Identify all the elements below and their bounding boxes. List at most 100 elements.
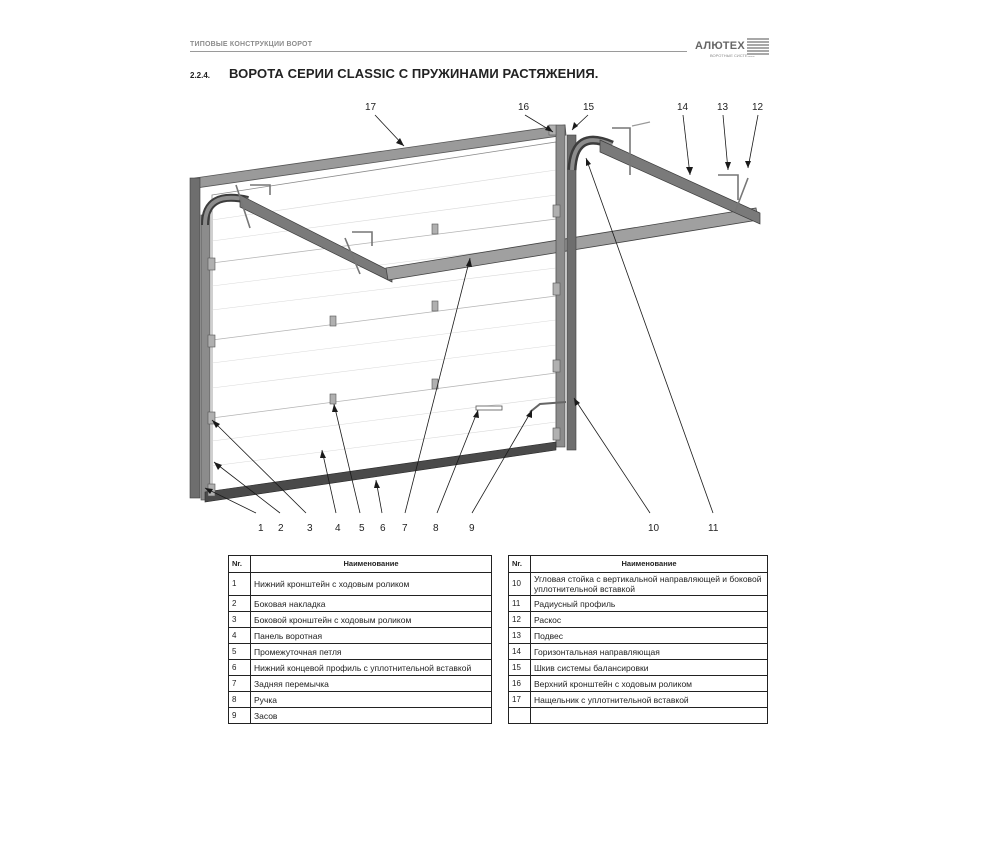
column-header-name: Наименование	[530, 555, 768, 573]
row-name: Панель воротная	[250, 627, 492, 644]
left-hangers	[235, 184, 373, 246]
row-name: Боковая накладка	[250, 595, 492, 612]
callout-7: 7	[402, 523, 408, 534]
leader-lines	[204, 114, 759, 514]
door-leaf	[211, 141, 557, 499]
row-nr: 5	[228, 643, 251, 660]
callout-3: 3	[307, 523, 313, 534]
right-hangers	[612, 127, 749, 213]
row-nr: 6	[228, 659, 251, 676]
row-name: Задняя перемычка	[250, 675, 492, 692]
callout-11: 11	[708, 523, 719, 534]
right-corner-post	[566, 134, 577, 451]
handle	[475, 405, 503, 411]
row-name: Нащельник с уплотнительной вставкой	[530, 691, 768, 708]
row-name: Ручка	[250, 691, 492, 708]
row-nr: 7	[228, 675, 251, 692]
panel-ribs	[211, 169, 557, 467]
column-header-nr: Nr.	[228, 555, 251, 573]
callout-16: 16	[518, 102, 530, 113]
row-nr: 15	[508, 659, 531, 676]
brand-subtitle: ВОРОТНЫЕ СИСТЕМЫ	[710, 53, 755, 58]
row-name: Подвес	[530, 627, 768, 644]
row-nr: 8	[228, 691, 251, 708]
row-nr: 1	[228, 572, 251, 596]
row-name: Горизонтальная направляющая	[530, 643, 768, 660]
row-name: Нижний кронштейн с ходовым роликом	[250, 572, 492, 596]
callout-1: 1	[258, 523, 264, 534]
row-nr: 10	[508, 572, 531, 596]
row-nr: 9	[228, 707, 251, 724]
row-nr	[508, 707, 531, 724]
header-rule	[190, 51, 687, 52]
brand-logo: АЛЮТЕХ ВОРОТНЫЕ СИСТЕМЫ	[695, 38, 769, 60]
leader-arrowheads	[205, 122, 751, 494]
callout-2: 2	[278, 523, 284, 534]
row-nr: 13	[508, 627, 531, 644]
row-name: Угловая стойка с вертикальной направляющ…	[530, 572, 768, 596]
row-name: Засов	[250, 707, 492, 724]
column-header-nr: Nr.	[508, 555, 531, 573]
table-header-row: Nr. Наименование	[228, 555, 492, 573]
callout-13: 13	[717, 102, 729, 113]
callout-9: 9	[469, 523, 475, 534]
row-nr: 11	[508, 595, 531, 612]
callout-4: 4	[335, 523, 341, 534]
table-row	[508, 707, 768, 724]
callout-14: 14	[677, 102, 689, 113]
callout-5: 5	[359, 523, 365, 534]
row-nr: 12	[508, 611, 531, 628]
row-name: Промежуточная петля	[250, 643, 492, 660]
row-nr: 17	[508, 691, 531, 708]
row-nr: 2	[228, 595, 251, 612]
row-nr: 4	[228, 627, 251, 644]
callout-12: 12	[752, 102, 764, 113]
row-name: Шкив системы балансировки	[530, 659, 768, 676]
callout-6: 6	[380, 523, 386, 534]
row-name: Радиусный профиль	[530, 595, 768, 612]
section-number: 2.2.4.	[190, 71, 211, 80]
row-name: Нижний концевой профиль с уплотнительной…	[250, 659, 492, 676]
brand-name: АЛЮТЕХ	[695, 40, 746, 52]
row-name: Верхний кронштейн с ходовым роликом	[530, 675, 768, 692]
callout-15: 15	[583, 102, 595, 113]
row-nr: 14	[508, 643, 531, 660]
panel-joints	[211, 218, 557, 419]
row-name	[530, 707, 768, 724]
left-corner-post	[189, 177, 201, 499]
callout-10: 10	[648, 523, 660, 534]
latch	[529, 401, 567, 413]
row-nr: 16	[508, 675, 531, 692]
column-header-name: Наименование	[250, 555, 492, 573]
table-header-row: Nr. Наименование	[508, 555, 768, 573]
logo-stripes-icon	[747, 38, 769, 56]
running-header: ТИПОВЫЕ КОНСТРУКЦИИ ВОРОТ	[190, 41, 313, 48]
garage-door-drawing: 1 2 3 4 5 6 7 8 9 10 11 12 13 14 15 16 1…	[189, 102, 764, 534]
bottom-profile	[204, 441, 557, 503]
callout-numbers: 1 2 3 4 5 6 7 8 9 10 11 12 13 14 15 16 1…	[258, 102, 764, 534]
section-title: ВОРОТА СЕРИИ CLASSIC С ПРУЖИНАМИ РАСТЯЖЕ…	[229, 66, 599, 81]
callout-8: 8	[433, 523, 439, 534]
row-name: Раскос	[530, 611, 768, 628]
right-horizontal-guide	[599, 139, 761, 225]
callout-17: 17	[365, 102, 377, 113]
